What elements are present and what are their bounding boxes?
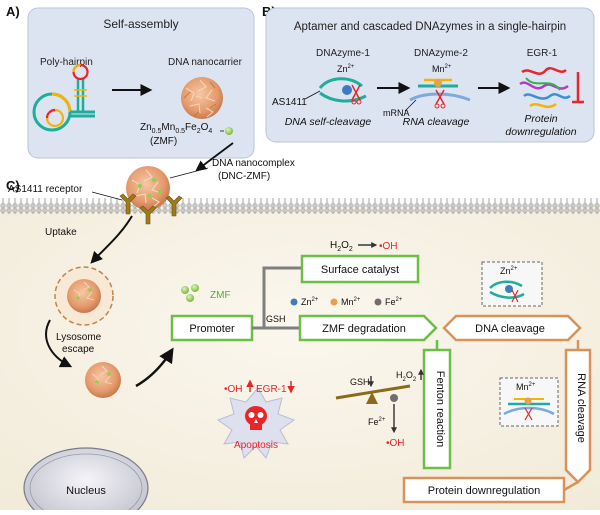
poly-hairpin-label: Poly-hairpin (40, 57, 93, 68)
panel-a-letter: A) (6, 4, 20, 19)
oh-final-label: •OH (386, 438, 405, 449)
dna-cleavage-label: DNA cleavage (475, 323, 545, 335)
rna-cleavage-box (564, 348, 592, 484)
receptor-pointer (91, 191, 123, 201)
mn-ion-label: Mn2+ (432, 64, 452, 74)
inset-dnazyme1-icon (489, 280, 525, 303)
lysosome-label-line1: Lysosome (56, 332, 102, 343)
step3-label-line2: downregulation (505, 126, 576, 138)
panel-c-letter: C) (6, 178, 20, 193)
inset-mn-label: Mn2+ (516, 382, 536, 392)
as1411-label: AS1411 (272, 97, 307, 108)
balance-gsh-label: GSH (350, 377, 370, 387)
cell-membrane (0, 198, 600, 214)
dna-nanocarrier-label: DNA nanocarrier (168, 57, 243, 68)
released-nanocomplex-icon (85, 362, 121, 398)
panel-b-box (265, 7, 595, 143)
zmf-cluster-icon (181, 284, 199, 302)
promoter-box (170, 314, 254, 342)
zmf-formula: Zn0.5Mn0.5Fe2O4 (140, 122, 212, 135)
nanocomplex-label-line1: DNA nanocomplex (212, 158, 295, 169)
zmf-abbr: (ZMF) (150, 136, 177, 147)
nucleus-label: Nucleus (66, 485, 106, 497)
surface-catalyst-box (300, 254, 420, 284)
egr1-label: EGR-1 (527, 48, 558, 59)
dnazyme2-icon (409, 78, 471, 109)
surface-catalyst-label: Surface catalyst (321, 264, 399, 276)
poly-hairpin-icon (32, 63, 95, 132)
protein-downregulation-box (402, 476, 566, 504)
as1411-pointer (304, 90, 321, 100)
dnazyme1-label: DNAzyme-1 (316, 48, 370, 59)
panel-a-box (27, 7, 255, 159)
panel-a: A) Self-assembly Poly-hairpin DNA nanoca… (6, 4, 255, 159)
lysosome-label-line2: escape (62, 344, 95, 355)
panel-c: C) DNA nanocomplex (DNC-ZMF) AS (0, 142, 600, 515)
uptake-label: Uptake (45, 227, 77, 238)
zn-ion-label: Zn2+ (337, 64, 355, 74)
panel-a-title: Self-assembly (103, 17, 178, 31)
svg-text:Mn2+: Mn2+ (341, 297, 361, 307)
nanocomplex-icon (126, 166, 170, 210)
fenton-reaction-label: Fenton reaction (434, 371, 446, 447)
gsh-label: GSH (266, 314, 286, 324)
mrna-label: mRNA (383, 108, 410, 118)
step1-label: DNA self-cleavage (285, 116, 372, 128)
h2o2-label: H2O2 (330, 240, 353, 253)
fe-ion-label: Fe2+ (368, 417, 386, 427)
dnazyme1-icon (318, 77, 367, 105)
promoter-to-catalyst-connector (262, 266, 302, 328)
rna-cleavage-label: RNA cleavage (575, 373, 587, 443)
panel-b-title: Aptamer and cascaded DNAzymes in a singl… (294, 21, 566, 33)
zmf-degradation-box (298, 314, 438, 342)
rna-to-protein-connector (563, 480, 579, 492)
egr1-protein-icon (519, 67, 584, 109)
egr1-down-label: EGR-1 (256, 384, 287, 395)
receptor-label: AS1411 receptor (8, 184, 83, 195)
oh-product-label: •OH (379, 241, 398, 252)
uptake-arrow (90, 215, 133, 264)
zmf-degradation-label: ZMF degradation (322, 323, 406, 335)
svg-text:Fe2+: Fe2+ (385, 297, 403, 307)
nucleus-icon (23, 447, 149, 515)
svg-text:Zn2+: Zn2+ (301, 297, 319, 307)
to-promoter-arrow (135, 347, 174, 388)
zmf-label: ZMF (210, 290, 231, 301)
dna-cleavage-box (442, 314, 582, 342)
lysosome-icon (54, 266, 114, 326)
protein-downregulation-label: Protein downregulation (428, 485, 541, 497)
nanocomplex-pointer (169, 167, 209, 179)
skull-icon (245, 406, 267, 430)
balance-icon (335, 384, 411, 404)
nanocomplex-label-line2: (DNC-ZMF) (218, 171, 270, 182)
dna-nanocarrier-icon (181, 77, 223, 119)
dnazyme2-label: DNAzyme-2 (414, 48, 468, 59)
escape-arrow (45, 319, 73, 368)
balance-h2o2-label: H2O2 (396, 370, 417, 383)
oh-up-label: •OH (224, 384, 243, 395)
step3-label-line1: Protein (524, 113, 557, 125)
receptor-icons (119, 193, 183, 225)
promoter-label: Promoter (189, 323, 235, 335)
zmf-particle-icon (225, 127, 233, 135)
step2-label: RNA cleavage (403, 116, 470, 128)
panel-b: B) Aptamer and cascaded DNAzymes in a si… (262, 4, 595, 143)
inset-dnazyme2-icon (503, 397, 555, 421)
inset-zn-label: Zn2+ (500, 266, 518, 276)
mrna-pointer (404, 99, 417, 112)
arrow-to-nanocomplex (195, 142, 234, 172)
apoptosis-label: Apoptosis (234, 440, 278, 451)
ion-legend: Zn2+ Mn2+ Fe2+ (290, 297, 403, 307)
